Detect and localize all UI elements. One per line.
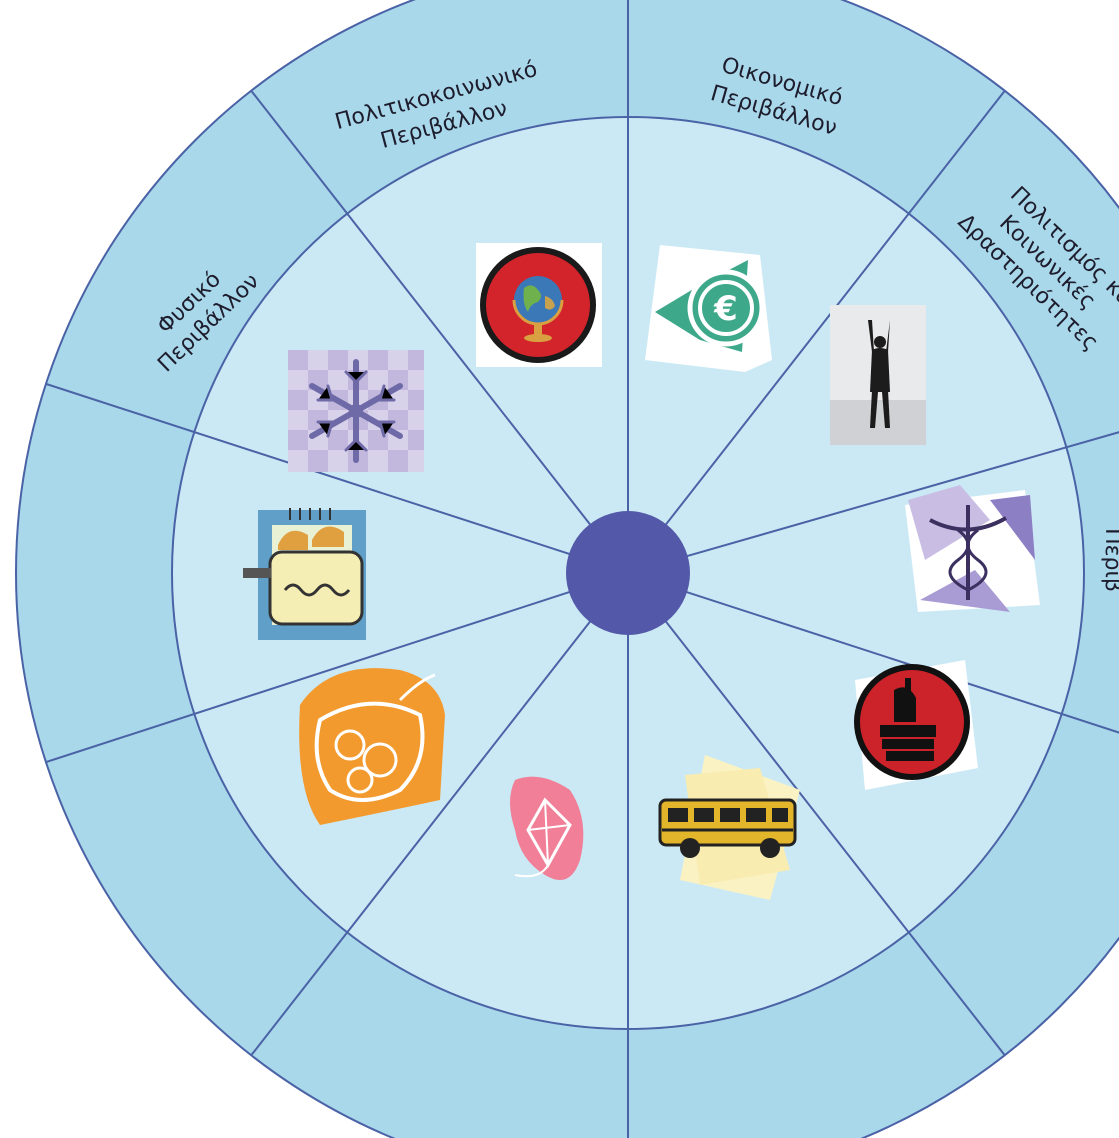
kite-icon — [510, 776, 584, 880]
wheel-spoke — [45, 382, 629, 574]
svg-text:€: € — [713, 289, 738, 329]
snowflake-icon — [288, 350, 424, 472]
wheel-hub — [566, 511, 690, 635]
toaster-icon — [243, 508, 366, 640]
wheel-spoke — [627, 90, 1006, 574]
person-raising-arms-icon — [830, 305, 926, 445]
wheel-spoke — [250, 572, 629, 1056]
books-icon — [854, 660, 978, 790]
cornucopia-icon — [299, 668, 445, 825]
wheel-spokes — [45, 0, 1119, 1138]
globe-icon — [476, 243, 602, 367]
wheel-spoke — [250, 90, 629, 574]
wheel-spoke — [45, 572, 629, 764]
wheel-spoke — [627, 572, 1006, 1056]
euro-icon: € — [645, 245, 772, 372]
segment-label-oikonomiko: Οικονομικό Περιβάλλον — [708, 53, 846, 141]
segment-label-right-partial: Περιβ — [1100, 528, 1119, 592]
school-bus-icon — [658, 755, 800, 900]
caduceus-icon — [905, 485, 1040, 612]
wheel-spoke — [627, 431, 1119, 574]
segment-label-line: Περιβ — [1100, 528, 1119, 592]
